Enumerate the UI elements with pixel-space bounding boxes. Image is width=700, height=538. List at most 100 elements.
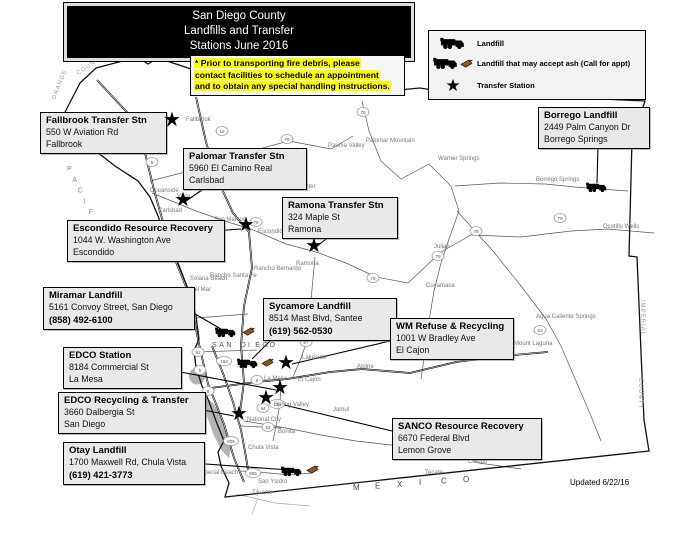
svg-text:S2: S2 xyxy=(537,328,543,333)
facility-address-line: 8184 Commercial St xyxy=(69,362,149,373)
svg-text:163: 163 xyxy=(220,359,228,364)
route-shield: 15 xyxy=(215,126,229,136)
map-label: La Mesa xyxy=(264,376,288,382)
svg-text:5: 5 xyxy=(151,160,154,165)
map-label: Rancho Santa Fe xyxy=(210,273,257,279)
facility-card-sycamore-landfill: Sycamore Landfill 8514 Mast Blvd, Santee… xyxy=(263,298,397,341)
facility-phone: (619) 421-3773 xyxy=(69,469,133,480)
svg-text:79: 79 xyxy=(557,216,563,221)
map-label: Escondido xyxy=(258,229,287,235)
title-line: San Diego County xyxy=(192,10,286,22)
facility-card-escondido-resource-recovery: Escondido Resource Recovery 1044 W. Wash… xyxy=(67,220,225,263)
facility-address-line: Fallbrook xyxy=(46,138,83,149)
map-title-box: San Diego County Landfills and Transfer … xyxy=(63,2,415,62)
transfer-station-marker-fallbrook: ★ xyxy=(163,109,181,131)
spread-letter: F xyxy=(89,209,93,216)
svg-text:125: 125 xyxy=(273,402,281,407)
route-shield: 79 xyxy=(553,213,567,223)
notice-line: contact facilities to schedule an appoin… xyxy=(194,69,380,80)
spread-letter: O xyxy=(270,342,276,349)
facility-card-palomar-transfer-stn: Palomar Transfer Stn 5960 El Camino Real… xyxy=(183,148,307,191)
svg-text:78: 78 xyxy=(370,276,376,281)
facility-address-line: Carlsbad xyxy=(189,174,225,185)
svg-text:905: 905 xyxy=(249,471,257,476)
svg-text:78: 78 xyxy=(473,229,479,234)
legend: Landfill Landfill that may accept ash (C… xyxy=(428,30,646,100)
route-shield: 79 xyxy=(431,251,445,261)
ash-scoop-icon-sycamore xyxy=(261,358,274,367)
map-label: Lakeside xyxy=(302,355,327,361)
map-label: Vista xyxy=(177,194,191,200)
transfer-station-star-icon: ★ xyxy=(445,75,461,95)
legend-label: Landfill xyxy=(477,38,504,48)
county-label: COUNTY xyxy=(637,378,643,409)
transfer-station-marker-sanco-lemon-grove: ★ xyxy=(257,387,275,409)
title-line: Landfills and Transfer xyxy=(184,25,294,38)
map-label: Julian xyxy=(434,244,450,250)
landfill-marker-otay xyxy=(281,465,303,477)
legend-row-landfill-ash: Landfill that may accept ash (Call for a… xyxy=(429,56,645,70)
facility-card-otay-landfill: Otay Landfill 1700 Maxwell Rd, Chula Vis… xyxy=(63,442,205,485)
map-label: Mount Laguna xyxy=(514,341,553,347)
county-label: ORANGE xyxy=(51,69,69,101)
route-shield: 5 xyxy=(193,365,207,375)
facility-name: EDCO Recycling & Transfer xyxy=(64,395,189,406)
facility-name: WM Refuse & Recycling xyxy=(396,321,505,332)
facility-card-edco-recycling-transfer: EDCO Recycling & Transfer 3660 Dalbergia… xyxy=(58,392,206,435)
map-label: Agua Caliente Springs xyxy=(536,314,596,320)
legend-label: Transfer Station xyxy=(477,80,535,90)
transfer-station-marker-edco-san-diego: ★ xyxy=(230,403,248,425)
map-label: Rancho Bernardo xyxy=(254,266,302,272)
map-label: Jamul xyxy=(333,407,349,413)
legend-row-landfill: Landfill xyxy=(429,36,645,50)
spread-letter: I xyxy=(83,198,85,205)
svg-text:78: 78 xyxy=(253,220,259,225)
map-label: San Ysidro xyxy=(258,479,288,485)
map-label: Borrego Springs xyxy=(536,177,579,183)
facility-address-line: 8514 Mast Blvd, Santee xyxy=(269,313,363,324)
facility-address-line: Escondido xyxy=(73,246,115,257)
facility-address-line: El Cajon xyxy=(396,344,430,355)
facility-name: Ramona Transfer Stn xyxy=(288,200,384,211)
facility-address-line: San Diego xyxy=(64,418,106,429)
landfill-marker-borrego xyxy=(586,181,608,193)
spread-letter: C xyxy=(441,477,447,486)
facility-address-line: 1001 W Bradley Ave xyxy=(396,333,476,344)
spread-letter: I xyxy=(248,342,250,349)
landfill-truck-icon xyxy=(440,36,466,50)
facility-address-line: 1700 Maxwell Rd, Chula Vista xyxy=(69,457,187,468)
facility-address-line: 550 W Aviation Rd xyxy=(46,127,119,138)
landfill-truck-icon xyxy=(433,56,459,70)
svg-text:79: 79 xyxy=(435,254,441,259)
facility-name: EDCO Station xyxy=(69,350,132,361)
transfer-station-marker-wm-el-cajon: ★ xyxy=(277,352,295,374)
map-label: Ocotillo Wells xyxy=(603,224,639,230)
map-label: Alpine xyxy=(357,364,374,370)
map-label: Spring Valley xyxy=(274,402,309,408)
map-label: Solana Beach xyxy=(190,276,227,282)
route-shield: 78 xyxy=(249,217,263,227)
map-label: Oceanside xyxy=(150,188,179,194)
spread-letter: G xyxy=(262,342,267,349)
transfer-station-marker-escondido: ★ xyxy=(237,214,255,236)
map-label: Imperial Beach xyxy=(198,470,238,476)
facility-card-wm-refuse-recycling: WM Refuse & Recycling 1001 W Bradley Ave… xyxy=(390,318,514,361)
route-shield: S2 xyxy=(533,325,547,335)
map-label: Palomar Mountain xyxy=(366,138,415,144)
map-label: Cuyamaca xyxy=(426,283,455,289)
map-label: Campo xyxy=(468,459,488,465)
route-shield: 78 xyxy=(366,273,380,283)
facility-phone: (619) 562-0530 xyxy=(269,325,333,336)
map-label: National City xyxy=(247,417,281,423)
route-shield: 54 xyxy=(261,422,275,432)
facility-address-line: La Mesa xyxy=(69,373,103,384)
map-label: Pauma Valley xyxy=(328,143,365,149)
svg-text:52: 52 xyxy=(195,350,201,355)
tijuana-roads xyxy=(235,493,311,515)
route-shield: 52 xyxy=(191,347,205,357)
facility-name: Fallbrook Transfer Stn xyxy=(46,115,147,126)
spread-letter: S xyxy=(212,342,217,349)
map-label: Tecate xyxy=(425,470,443,476)
route-shield: 94 xyxy=(256,403,270,413)
